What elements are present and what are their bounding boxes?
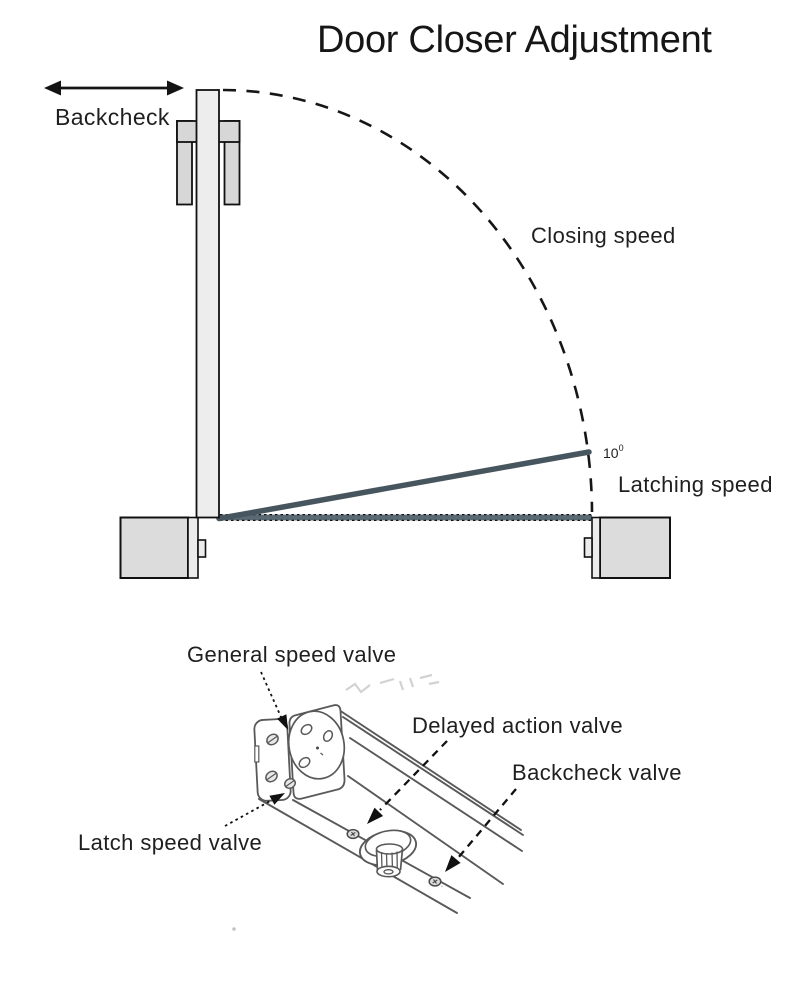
stray-dot bbox=[232, 927, 236, 931]
arrow-latch-speed-valve bbox=[224, 793, 285, 827]
door-slab bbox=[195, 89, 220, 519]
mounting-plate bbox=[253, 704, 346, 802]
backcheck-valve-screw bbox=[428, 876, 443, 888]
door-open-10deg-line bbox=[216, 449, 592, 522]
faint-watermark bbox=[345, 673, 440, 694]
arrow-delayed-action-valve bbox=[367, 740, 448, 824]
closer-figure bbox=[224, 671, 524, 931]
backcheck-valve-label: Backcheck valve bbox=[512, 760, 682, 785]
closing-speed-label: Closing speed bbox=[531, 223, 676, 248]
left-door-frame bbox=[119, 516, 207, 579]
latch-speed-valve-label: Latch speed valve bbox=[78, 830, 263, 855]
latching-speed-label: Latching speed bbox=[618, 472, 773, 497]
backcheck-range-arrow bbox=[44, 80, 184, 96]
page-title: Door Closer Adjustment bbox=[317, 19, 712, 61]
angle-superscript: 0 bbox=[618, 443, 624, 453]
delayed-action-valve-screw bbox=[346, 828, 360, 840]
door-swing-arc bbox=[222, 88, 594, 513]
general-speed-valve-label: General speed valve bbox=[187, 642, 397, 667]
arrow-general-speed-valve bbox=[260, 671, 288, 730]
backcheck-label: Backcheck bbox=[55, 104, 170, 130]
angle-value: 10 bbox=[603, 445, 619, 461]
arrow-backcheck-valve bbox=[445, 788, 517, 872]
delayed-action-valve-label: Delayed action valve bbox=[412, 713, 624, 738]
door-closed-position bbox=[220, 513, 592, 522]
pinion-shaft bbox=[375, 843, 404, 878]
angle-10deg-label: 100 bbox=[603, 443, 624, 461]
right-door-frame bbox=[583, 516, 671, 579]
